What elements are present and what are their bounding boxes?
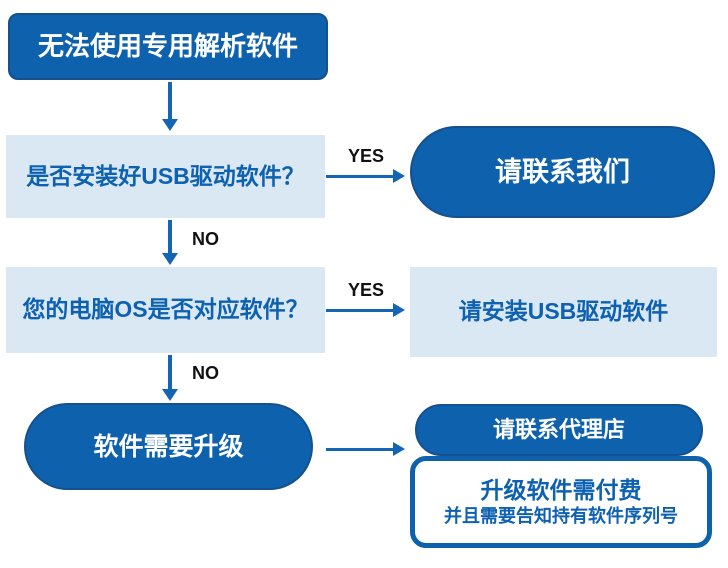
node-contact-dealer: 请联系代理店 xyxy=(415,404,703,456)
arrow-down-q2-no xyxy=(162,355,178,401)
arrow-down-start-to-q1 xyxy=(162,82,178,131)
branch-label-yes-2: YES xyxy=(347,280,385,300)
branch-label-no-1: NO xyxy=(192,229,219,249)
node-contact-us: 请联系我们 xyxy=(410,126,715,218)
node-question-os-compatible: 您的电脑OS是否对应软件？ xyxy=(6,267,325,353)
arrow-right-q1-yes xyxy=(326,169,405,183)
note-line-fee: 升级软件需付费 xyxy=(480,476,642,503)
node-upgrade-fee-note: 升级软件需付费 并且需要告知持有软件序列号 xyxy=(410,456,712,548)
arrow-down-q1-no xyxy=(162,220,178,265)
arrow-right-upgrade-to-dealer xyxy=(326,442,405,456)
branch-label-no-2: NO xyxy=(192,363,219,383)
branch-label-yes-1: YES xyxy=(347,146,385,166)
arrow-right-q2-yes xyxy=(326,303,405,317)
node-start-cannot-use-software: 无法使用专用解析软件 xyxy=(8,13,328,80)
note-line-serial-number: 并且需要告知持有软件序列号 xyxy=(444,505,678,526)
node-software-needs-upgrade: 软件需要升级 xyxy=(24,403,313,490)
node-question-usb-driver-installed: 是否安装好USB驱动软件？ xyxy=(6,135,325,218)
node-install-usb-driver: 请安装USB驱动软件 xyxy=(410,267,717,357)
